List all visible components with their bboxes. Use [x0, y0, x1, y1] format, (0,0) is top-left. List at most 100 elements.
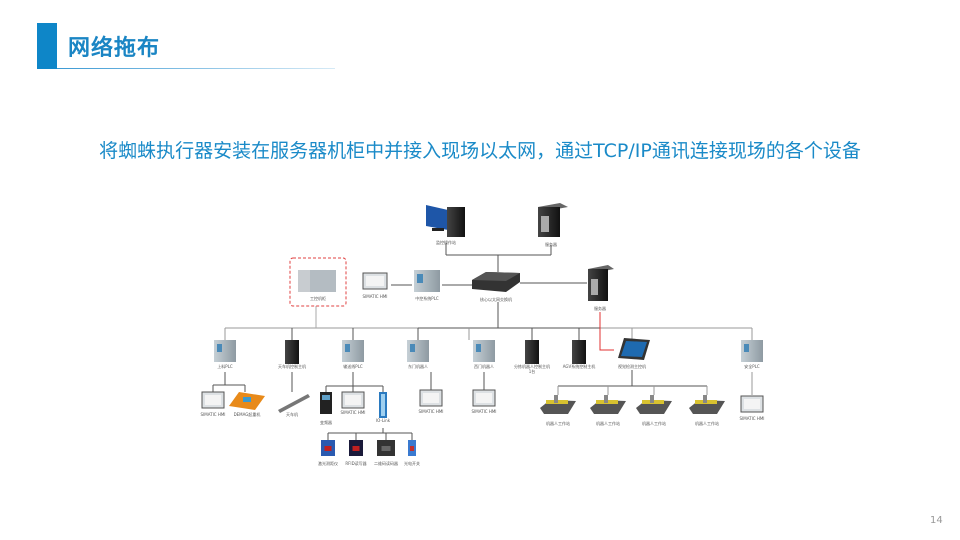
tier2-node-label: 视觉检测主控机 — [618, 363, 646, 369]
top-server-label: 服务器 — [545, 241, 557, 247]
robot-cell-node[interactable]: 机器人工作站 — [636, 395, 672, 426]
tier2-node-label: AGV系统控制主机 — [563, 363, 596, 369]
iolink-node[interactable]: IO-Link — [376, 392, 391, 423]
photo-sensor-icon — [408, 440, 416, 456]
hmi-top-label: SIMATIC HMI — [363, 294, 388, 299]
tier2-node-label: 分拣机器人控制主机 — [514, 363, 550, 369]
sensor-label: 二维码读码器 — [374, 460, 398, 466]
hmi-e-node-label: SIMATIC HMI — [740, 416, 765, 421]
page-number: 14 — [930, 515, 943, 526]
tier2-node[interactable]: 天车机控制主机 — [278, 340, 306, 369]
drive-icon — [320, 392, 332, 414]
plc-icon — [342, 340, 364, 362]
hmi-panel-icon — [472, 389, 496, 407]
conveyor-node-label: DEMAG起重机 — [234, 411, 261, 417]
hmi-panel-icon — [201, 391, 225, 409]
tier2-node[interactable]: 东门机器人 — [407, 340, 429, 369]
rfid-reader-icon — [349, 440, 363, 456]
plc-icon — [741, 340, 763, 362]
subtitle: 将蜘蛛执行器安装在服务器机柜中并接入现场以太网，通过TCP/IP通讯连接现场的各… — [99, 140, 861, 162]
hmi-d-node-label: SIMATIC HMI — [472, 409, 497, 414]
robot-cell-node[interactable]: 机器人工作站 — [540, 395, 576, 426]
plc-top-label: 中控系统PLC — [415, 295, 439, 301]
monitor-pc-node[interactable]: 监控操作站 — [426, 205, 465, 245]
tier2-node-label: 东门机器人 — [408, 363, 428, 369]
hmi-top-node[interactable]: SIMATIC HMI — [362, 272, 388, 299]
mini-pc-icon — [525, 340, 539, 364]
tier2-node[interactable]: 上料PLC — [214, 340, 236, 369]
hmi-a-node[interactable]: SIMATIC HMI — [201, 391, 226, 417]
connection-lines — [212, 243, 753, 440]
sensor-label: RFID读写器 — [345, 460, 366, 466]
hmi-panel-icon — [362, 272, 388, 290]
tier2-node-label: 西门机器人 — [474, 363, 494, 369]
plc-icon — [473, 340, 495, 362]
cabinet-node[interactable]: 工控机柜 — [289, 257, 347, 307]
hmi-panel-icon — [419, 389, 443, 407]
drive-node[interactable]: 变频器 — [320, 392, 332, 425]
hmi-b-node[interactable]: SIMATIC HMI — [341, 391, 366, 415]
gantry-icon — [278, 394, 310, 413]
robot-cell-label: 机器人工作站 — [596, 420, 620, 426]
sensor-node[interactable]: 二维码读码器 — [374, 440, 398, 466]
conveyor-node[interactable]: DEMAG起重机 — [229, 392, 265, 417]
hmi-panel-icon — [740, 395, 764, 413]
switch-node[interactable]: 核心以太网交换机 — [472, 272, 520, 302]
barcode-reader-icon — [377, 440, 395, 456]
server-tower-icon — [588, 265, 614, 301]
hmi-c-node[interactable]: SIMATIC HMI — [419, 389, 444, 414]
server-tower-icon — [538, 203, 568, 237]
drive-node-label: 变频器 — [320, 419, 332, 425]
monitor-pc-label: 监控操作站 — [436, 239, 456, 245]
tier2-node-label: 上料PLC — [217, 363, 233, 369]
robot-cell-icon — [540, 395, 576, 414]
plc-icon — [414, 270, 440, 292]
sensor-node[interactable]: 激光测距仪 — [318, 440, 338, 466]
robot-cell-icon — [689, 395, 725, 414]
plc-top-node[interactable]: 中控系统PLC — [414, 270, 440, 301]
robot-cell-label: 机器人工作站 — [642, 420, 666, 426]
page-title: 网络拖布 — [68, 36, 161, 61]
cabinet-label: 工控机柜 — [310, 295, 326, 301]
robot-cell-label: 机器人工作站 — [695, 420, 719, 426]
gantry-node-label: 天车机 — [286, 411, 298, 417]
tier2-node[interactable]: 视觉检测主控机 — [618, 338, 650, 369]
tier2-node[interactable]: AGV系统控制主机 — [563, 340, 596, 369]
tier2-node-label: 天车机控制主机 — [278, 363, 306, 369]
sensor-label: 激光测距仪 — [318, 460, 338, 466]
mini-pc-icon — [572, 340, 586, 364]
cabinet-highlight-box — [289, 257, 347, 307]
desktop-computer-icon — [426, 205, 465, 237]
tier2-node[interactable]: 西门机器人 — [473, 340, 495, 369]
iolink-node-label: IO-Link — [376, 418, 391, 423]
hmi-c-node-label: SIMATIC HMI — [419, 409, 444, 414]
network-switch-icon — [472, 272, 520, 292]
gantry-node[interactable]: 天车机 — [278, 394, 310, 417]
spider-server-label: 服务器 — [594, 305, 606, 311]
cabinet-icon — [298, 270, 336, 292]
tier2-node[interactable]: 输送线PLC — [342, 340, 364, 369]
mini-pc-icon — [285, 340, 299, 364]
top-server-node[interactable]: 服务器 — [538, 203, 568, 247]
crane-icon — [229, 392, 265, 410]
robot-cell-label: 机器人工作站 — [546, 420, 570, 426]
robot-cell-node[interactable]: 机器人工作站 — [590, 395, 626, 426]
tier2-node[interactable]: 安全PLC — [741, 340, 763, 369]
robot-cell-node[interactable]: 机器人工作站 — [689, 395, 725, 426]
sensor-node[interactable]: RFID读写器 — [345, 440, 367, 466]
sensor-node[interactable]: 光电开关 — [404, 440, 420, 466]
plc-icon — [407, 340, 429, 362]
spider-link-highlight — [599, 312, 614, 351]
hmi-a-node-label: SIMATIC HMI — [201, 412, 226, 417]
hmi-e-node[interactable]: SIMATIC HMI — [740, 395, 765, 421]
laser-sensor-icon — [321, 440, 335, 456]
spider-server-node[interactable]: 服务器 — [588, 265, 614, 311]
switch-label: 核心以太网交换机 — [480, 296, 512, 302]
hmi-d-node[interactable]: SIMATIC HMI — [472, 389, 497, 414]
title-accent-bar — [37, 23, 57, 69]
hmi-panel-icon — [341, 391, 365, 409]
tier2-node-label: 输送线PLC — [343, 363, 363, 369]
title-underline — [57, 68, 335, 69]
